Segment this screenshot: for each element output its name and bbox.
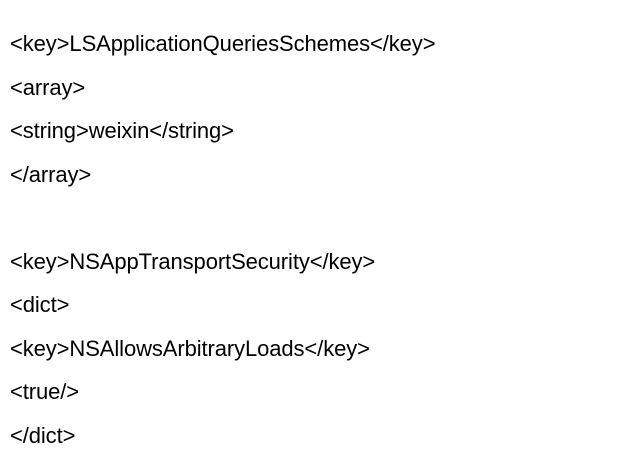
code-line: </dict> bbox=[10, 414, 624, 457]
code-block[interactable]: <key>LSApplicationQueriesSchemes</key> <… bbox=[10, 22, 624, 457]
code-line: <array> bbox=[10, 66, 624, 110]
code-line-blank bbox=[10, 196, 624, 240]
code-line: <true/> bbox=[10, 370, 624, 414]
code-line: <dict> bbox=[10, 283, 624, 327]
code-line: <key>NSAllowsArbitraryLoads</key> bbox=[10, 327, 624, 371]
code-line: </array> bbox=[10, 153, 624, 197]
code-line: <string>weixin</string> bbox=[10, 109, 624, 153]
code-line: <key>NSAppTransportSecurity</key> bbox=[10, 240, 624, 284]
code-line: <key>LSApplicationQueriesSchemes</key> bbox=[10, 22, 624, 66]
